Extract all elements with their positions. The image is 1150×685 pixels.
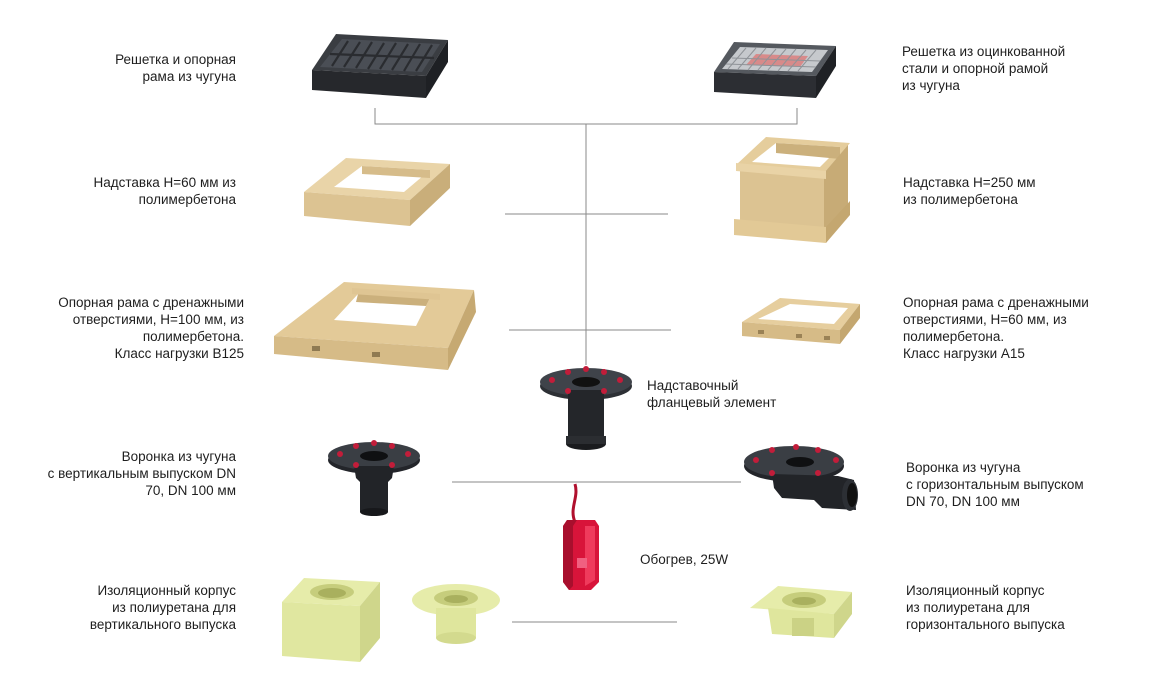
label-heating: Обогрев, 25W (640, 552, 729, 567)
insulation-horizontal-image (750, 586, 852, 638)
grate-connector (374, 108, 798, 125)
flange-element-image (540, 366, 632, 450)
heater-image (563, 483, 599, 590)
galvanized-grate-image (714, 42, 836, 98)
funnel-horizontal-image (744, 444, 858, 511)
cast-iron-grate-image (312, 34, 448, 98)
funnel-vertical-image (328, 440, 420, 516)
insulation-vertical-block-image (282, 578, 380, 662)
frame-b125-image (274, 282, 476, 370)
insulation-vertical-round-image (412, 584, 500, 644)
extension-250-image (734, 137, 850, 243)
extension-60-image (304, 158, 450, 226)
frame-a15-image (742, 298, 860, 344)
